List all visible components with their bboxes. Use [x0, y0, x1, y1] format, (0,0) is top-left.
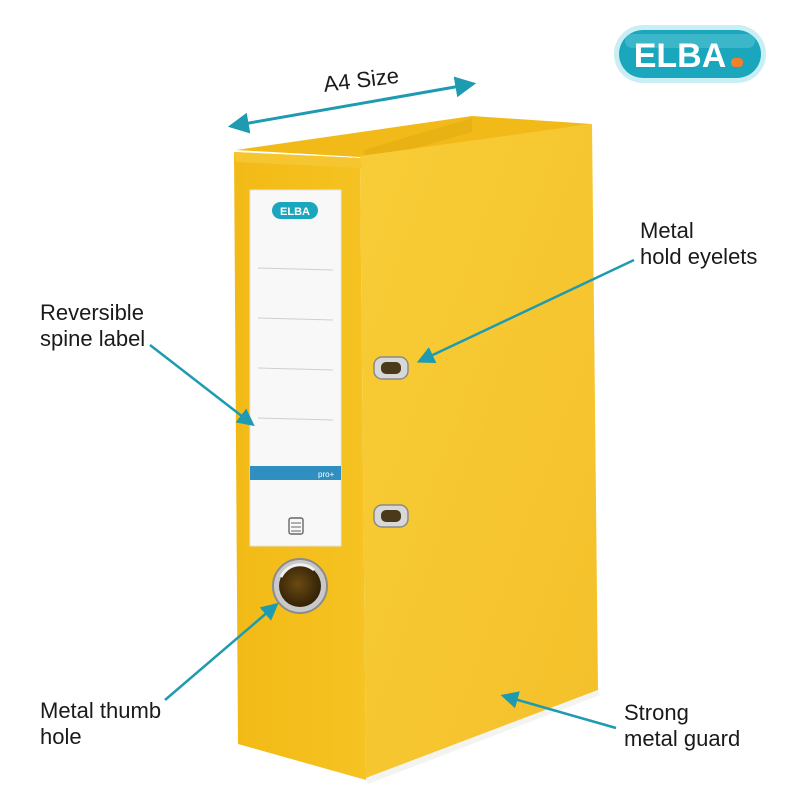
binder-side-panel — [360, 124, 598, 778]
dimension-arrow-icon — [227, 76, 477, 134]
thumb-hole-arrow-icon — [164, 602, 279, 701]
spine-label — [249, 189, 342, 547]
metal-guard — [366, 690, 600, 784]
spine-tag-band — [250, 466, 341, 480]
eyelet-icon-bottom — [373, 504, 409, 528]
logo-text: ELBA — [634, 37, 727, 75]
spine-tag-text: pro+ — [318, 470, 335, 479]
barcode-icon — [288, 517, 304, 535]
spine-logo-text: ELBA — [280, 206, 310, 218]
callout-metal-guard: Strong metal guard — [624, 700, 741, 751]
callout-spine-label: Reversible spine label — [40, 300, 146, 351]
elba-logo-icon: ELBA — [614, 25, 766, 83]
eyelets-arrow-icon — [416, 258, 635, 363]
thumb-hole-icon — [272, 558, 328, 614]
eyelet-icon-top — [373, 356, 409, 380]
guard-arrow-icon — [500, 691, 617, 730]
spine-elba-logo-icon: ELBA — [272, 202, 318, 219]
callout-eyelets: Metal hold eyelets — [640, 218, 758, 269]
spine-label-arrow-icon — [149, 344, 255, 427]
callout-thumb-hole: Metal thumb hole — [40, 698, 162, 749]
